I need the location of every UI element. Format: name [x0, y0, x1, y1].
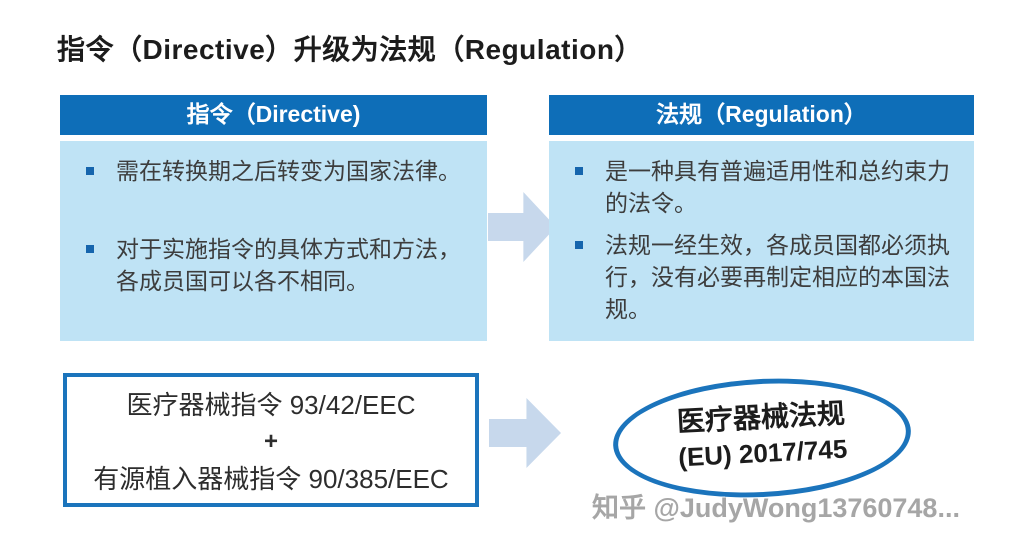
regulation-bullet-1-text: 是一种具有普遍适用性和总约束力的法令。	[605, 158, 950, 216]
zhihu-watermark: 知乎 @JudyWong13760748...	[592, 493, 960, 523]
regulation-column-body: 是一种具有普遍适用性和总约束力的法令。 法规一经生效，各成员国都必须执行，没有必…	[549, 141, 974, 341]
page-title: 指令（Directive）升级为法规（Regulation）	[57, 34, 643, 65]
regulation-result-ellipse: 医疗器械法规 (EU) 2017/745	[610, 371, 914, 505]
directive-column-header: 指令（Directive)	[60, 95, 487, 135]
bullet-square-icon	[575, 167, 583, 175]
directive-bullet-1-text: 需在转换期之后转变为国家法律。	[116, 158, 461, 184]
bullet-square-icon	[86, 167, 94, 175]
directive-bullet-2: 对于实施指令的具体方式和方法，各成员国可以各不相同。	[76, 233, 475, 297]
regulation-bullet-1: 是一种具有普遍适用性和总约束力的法令。	[565, 155, 962, 219]
plus-sign: +	[263, 428, 278, 455]
regulation-column-header: 法规（Regulation）	[549, 95, 974, 135]
arrow-right-icon	[489, 398, 561, 468]
regulation-bullet-2-text: 法规一经生效，各成员国都必须执行，没有必要再制定相应的本国法规。	[605, 232, 950, 322]
bullet-square-icon	[575, 241, 583, 249]
bullet-square-icon	[86, 245, 94, 253]
mdd-directive-label: 医疗器械指令 93/42/EEC	[126, 390, 416, 420]
directive-column-body: 需在转换期之后转变为国家法律。 对于实施指令的具体方式和方法，各成员国可以各不相…	[60, 141, 487, 341]
aimd-directive-label: 有源植入器械指令 90/385/EEC	[93, 464, 449, 494]
directives-source-box: 医疗器械指令 93/42/EEC + 有源植入器械指令 90/385/EEC	[63, 373, 479, 507]
directive-bullet-1: 需在转换期之后转变为国家法律。	[76, 155, 475, 187]
regulation-bullet-2: 法规一经生效，各成员国都必须执行，没有必要再制定相应的本国法规。	[565, 229, 962, 325]
directive-bullet-2-text: 对于实施指令的具体方式和方法，各成员国可以各不相同。	[116, 236, 461, 294]
arrow-right-icon	[488, 192, 556, 262]
